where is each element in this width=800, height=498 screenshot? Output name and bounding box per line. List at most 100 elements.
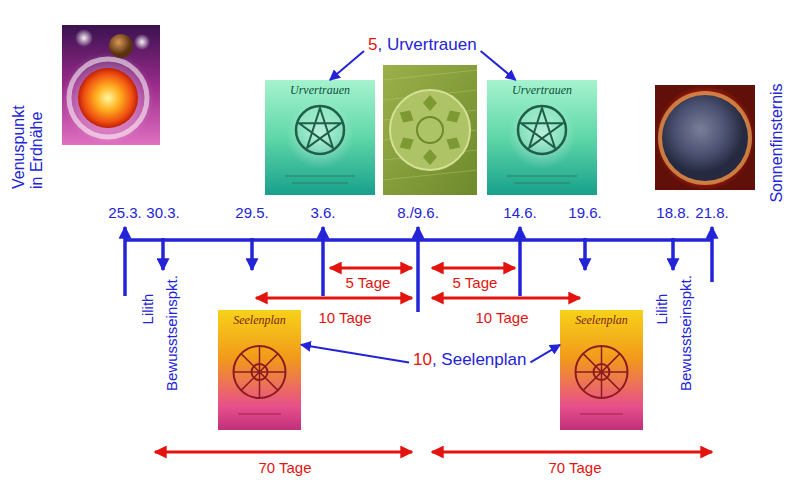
image-card: Urvertrauen	[487, 80, 597, 195]
seelenplan-card	[218, 310, 301, 430]
image-card: Seelenplan	[218, 310, 301, 430]
duration-arrow	[432, 267, 515, 270]
urvertrauen-card	[265, 80, 375, 195]
caption-text: 10	[413, 350, 432, 369]
crop-ring	[390, 90, 470, 170]
card-ground	[218, 310, 301, 430]
crop-shape	[443, 106, 464, 126]
duration-arrows	[155, 268, 712, 452]
down-arrow	[583, 238, 587, 270]
wheel-spokes	[576, 346, 628, 398]
card-ornament	[507, 176, 577, 183]
field-rows	[383, 70, 477, 180]
date-label: 18.8.	[656, 204, 689, 221]
duration-label: 70 Tage	[258, 459, 311, 476]
card-ornament	[238, 413, 281, 415]
crop-shape	[396, 106, 417, 126]
star-glow	[134, 34, 150, 50]
date-label: 30.3.	[146, 204, 179, 221]
crop-shape	[423, 149, 437, 165]
date-label: 25.3.	[108, 204, 141, 221]
card-ground	[265, 80, 375, 195]
wheel-spokes	[234, 346, 286, 398]
date-label: 3.6.	[310, 204, 335, 221]
crop-shape	[396, 133, 417, 153]
card-title: Seelenplan	[233, 313, 286, 327]
wheel-rim	[576, 346, 628, 398]
crop-circle-picture	[383, 65, 477, 195]
caption-text: , Urvertrauen	[377, 35, 476, 54]
marker-label: Lilith	[653, 294, 670, 325]
duration-arrow	[432, 297, 580, 300]
card-title: Seelenplan	[575, 313, 628, 327]
sun-ring	[69, 59, 147, 137]
star-glow	[75, 29, 93, 47]
date-label: 8./9.6.	[397, 204, 439, 221]
card-ground	[560, 310, 643, 430]
picture-ground	[62, 25, 160, 145]
duration-arrow	[432, 451, 712, 454]
pointer-arrow	[330, 51, 364, 80]
duration-arrow	[256, 297, 412, 300]
duration-label: 70 Tage	[548, 459, 601, 476]
field-ground	[383, 65, 477, 195]
date-label: 21.8.	[695, 204, 728, 221]
card-ornament	[580, 413, 623, 415]
marker-label: Bewusstseinspkt.	[163, 275, 180, 391]
up-arrow	[416, 227, 420, 312]
card-ornament	[285, 176, 355, 183]
group-caption: 5, Urvertrauen	[364, 33, 481, 57]
duration-label: 10 Tage	[475, 309, 528, 326]
date-label: 14.6.	[503, 204, 536, 221]
sun-disc	[78, 68, 138, 128]
venus-disc	[109, 34, 133, 58]
urvertrauen-card	[487, 80, 597, 195]
group-caption: 10, Seelenplan	[409, 348, 530, 372]
marker-label: Lilith	[139, 294, 156, 325]
card-glow	[286, 101, 354, 169]
timeline	[125, 227, 712, 312]
pentagram-circle	[296, 106, 344, 154]
caption-text: , Seelenplan	[432, 350, 527, 369]
card-title: Urvertrauen	[512, 83, 572, 97]
date-label: 29.5.	[235, 204, 268, 221]
down-arrow	[161, 238, 165, 270]
card-ground	[487, 80, 597, 195]
pointer-arrow	[481, 51, 516, 80]
down-arrow	[250, 238, 254, 270]
up-arrow	[123, 227, 127, 296]
crop-shape	[443, 133, 464, 153]
duration-label: 5 Tage	[453, 274, 498, 291]
pentagram-circle	[518, 106, 566, 154]
card-title: Urvertrauen	[290, 83, 350, 97]
crop-shape	[423, 95, 437, 111]
image-card: Seelenplan	[560, 310, 643, 430]
pentagram	[521, 108, 563, 148]
side-caption: Sonnenfinsternis	[768, 83, 786, 202]
date-label: 19.6.	[568, 204, 601, 221]
sun-glow	[62, 52, 154, 144]
up-arrow	[321, 227, 325, 296]
duration-label: 10 Tage	[318, 309, 371, 326]
side-caption: Venuspunkt in Erdnähe	[10, 97, 47, 189]
image-card: Urvertrauen	[265, 80, 375, 195]
duration-arrow	[330, 267, 412, 270]
wheel-rim	[234, 346, 286, 398]
card-glow	[508, 101, 576, 169]
pointer-arrow	[301, 345, 409, 363]
duration-arrow	[155, 451, 412, 454]
up-arrow	[518, 227, 522, 296]
duration-label: 5 Tage	[346, 274, 391, 291]
venus-picture	[62, 25, 160, 145]
crop-center	[417, 117, 443, 143]
caption-text: 5	[368, 35, 377, 54]
pentagram	[299, 108, 341, 148]
seelenplan-card	[560, 310, 643, 430]
pointer-arrow	[530, 345, 560, 363]
moon-disc	[662, 95, 748, 181]
marker-label: Bewusstseinspkt.	[677, 275, 694, 391]
picture-ground	[655, 85, 755, 190]
